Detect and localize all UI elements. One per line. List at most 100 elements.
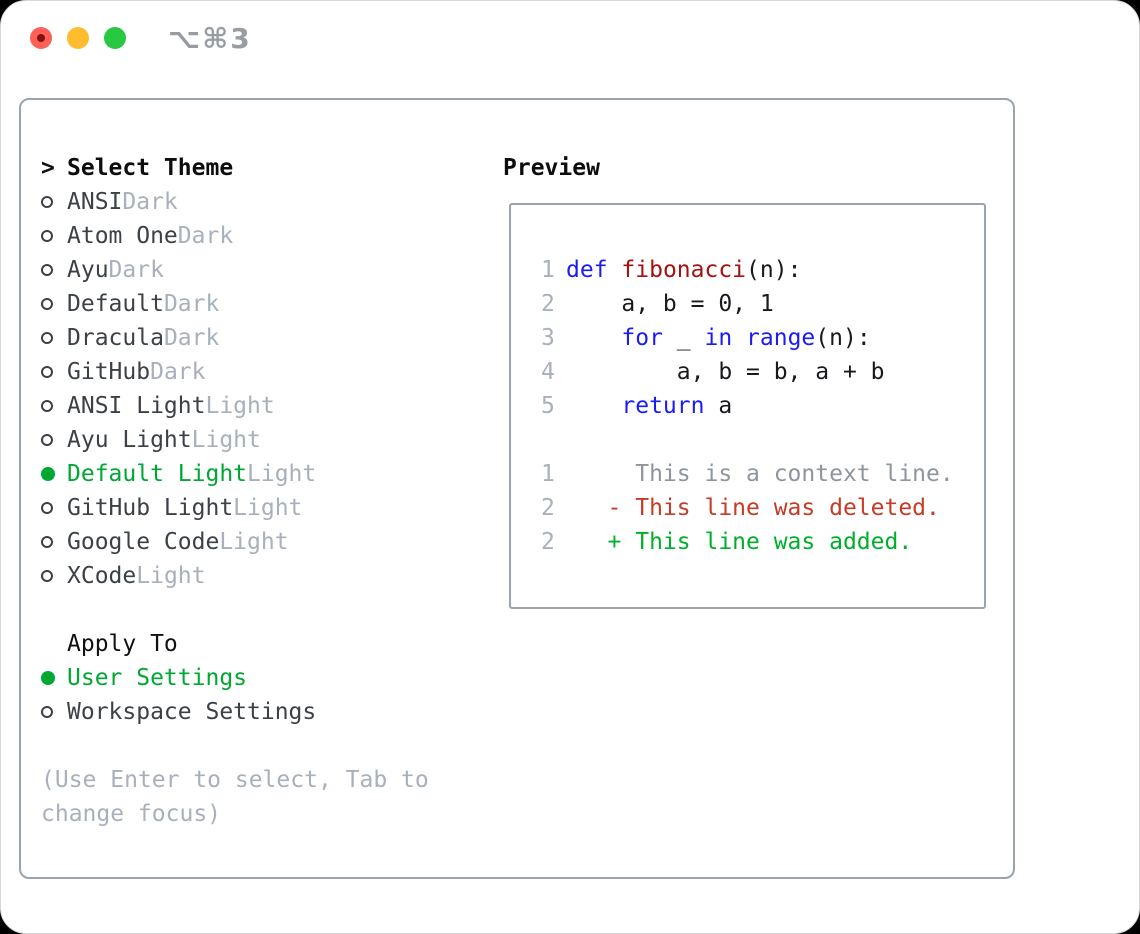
focus-caret-icon: > — [41, 155, 55, 181]
theme-name: ANSI Light — [67, 393, 206, 419]
code-token: def — [566, 257, 608, 283]
line-number: 2 — [541, 291, 555, 317]
radio-selected-icon — [41, 671, 55, 685]
code-token — [566, 325, 621, 351]
theme-name: GitHub Light — [67, 495, 234, 521]
radio-unselected-icon — [41, 196, 53, 208]
marker-cell — [41, 196, 67, 208]
theme-variant-badge: Light — [219, 529, 289, 555]
code-token: range — [746, 325, 816, 351]
theme-variant-badge: Dark — [163, 291, 220, 317]
code-token: + This line was added. — [566, 529, 913, 555]
theme-option-row[interactable]: Default Dark — [41, 287, 429, 321]
marker-cell — [41, 264, 67, 276]
theme-variant-badge: Light — [205, 393, 275, 419]
line-number — [541, 423, 556, 457]
spacer-row — [41, 593, 429, 627]
line-number: 4 — [541, 359, 555, 385]
theme-option-row[interactable]: ANSI Dark — [41, 185, 429, 219]
code-line: 3 for _ in range(n): — [541, 321, 984, 355]
minimize-button[interactable] — [67, 27, 89, 49]
theme-option-row[interactable]: Default Light Light — [41, 457, 429, 491]
theme-variant-badge: Dark — [163, 325, 220, 351]
code-token: for — [621, 325, 663, 351]
theme-option-row[interactable]: Atom One Dark — [41, 219, 429, 253]
theme-variant-badge: Dark — [177, 223, 234, 249]
radio-unselected-icon — [41, 230, 53, 242]
help-text-line-1: (Use Enter to select, Tab to — [41, 767, 429, 793]
theme-option-row[interactable]: Google Code Light — [41, 525, 429, 559]
radio-unselected-icon — [41, 332, 53, 344]
theme-option-row[interactable]: Ayu Light Light — [41, 423, 429, 457]
code-text: a, b = b, a + b — [566, 355, 885, 389]
close-button[interactable] — [30, 27, 52, 49]
marker-cell — [41, 230, 67, 242]
theme-name: ANSI — [67, 189, 123, 215]
code-token: fibonacci — [621, 257, 747, 283]
theme-name: Atom One — [67, 223, 178, 249]
theme-option-row[interactable]: GitHub Dark — [41, 355, 429, 389]
code-text: for _ in range(n): — [566, 321, 870, 355]
marker-cell — [41, 706, 67, 718]
code-token: a, b = 0, 1 — [566, 291, 774, 317]
apply-option-label: User Settings — [67, 665, 248, 691]
theme-variant-badge: Dark — [150, 359, 206, 385]
line-number: 2 — [541, 495, 555, 521]
theme-name: Ayu — [67, 257, 109, 283]
marker-cell — [41, 400, 67, 412]
code-line — [541, 423, 984, 457]
code-token: a, b = b, a + b — [566, 359, 885, 385]
code-token: This is a context line. — [566, 461, 954, 487]
code-line: 1 This is a context line. — [541, 457, 984, 491]
theme-option-row[interactable]: GitHub Light Light — [41, 491, 429, 525]
code-token: (n): — [746, 257, 802, 283]
line-number: 3 — [541, 325, 555, 351]
code-token: - This line was deleted. — [566, 495, 940, 521]
radio-unselected-icon — [41, 264, 53, 276]
theme-variant-badge: Light — [247, 461, 317, 487]
radio-selected-icon — [41, 467, 55, 481]
marker-cell — [41, 536, 67, 548]
code-line: 2 a, b = 0, 1 — [541, 287, 984, 321]
theme-option-row[interactable]: Dracula Dark — [41, 321, 429, 355]
line-number: 2 — [541, 529, 555, 555]
radio-unselected-icon — [41, 298, 53, 310]
theme-name: Ayu Light — [67, 427, 192, 453]
window-controls — [30, 27, 126, 49]
code-text: - This line was deleted. — [566, 491, 940, 525]
code-token: _ — [662, 325, 705, 351]
theme-name: Default Light — [67, 461, 248, 487]
code-token — [608, 257, 622, 283]
marker-cell — [41, 366, 67, 378]
theme-variant-badge: Light — [136, 563, 206, 589]
radio-unselected-icon — [41, 502, 53, 514]
theme-option-row[interactable]: XCode Light — [41, 559, 429, 593]
code-line: 2 + This line was added. — [541, 525, 984, 559]
marker-cell — [41, 671, 67, 685]
code-token: a — [704, 393, 733, 419]
code-line: 5 return a — [541, 389, 984, 423]
marker-cell — [41, 298, 67, 310]
apply-option-row[interactable]: Workspace Settings — [41, 695, 429, 729]
code-text: a, b = 0, 1 — [566, 287, 774, 321]
theme-option-row[interactable]: Ayu Dark — [41, 253, 429, 287]
theme-name: XCode — [67, 563, 137, 589]
help-text-line-2: change focus) — [41, 801, 222, 827]
apply-option-row[interactable]: User Settings — [41, 661, 429, 695]
theme-variant-badge: Dark — [122, 189, 178, 215]
line-number: 5 — [541, 393, 555, 419]
theme-option-row[interactable]: ANSI Light Light — [41, 389, 429, 423]
theme-name: Default — [67, 291, 164, 317]
code-text: return a — [566, 389, 732, 423]
code-token — [566, 393, 621, 419]
code-text: def fibonacci(n): — [566, 253, 801, 287]
zoom-button[interactable] — [104, 27, 126, 49]
keyboard-shortcut-label: ⌥⌘3 — [168, 22, 252, 55]
code-line: 2 - This line was deleted. — [541, 491, 984, 525]
